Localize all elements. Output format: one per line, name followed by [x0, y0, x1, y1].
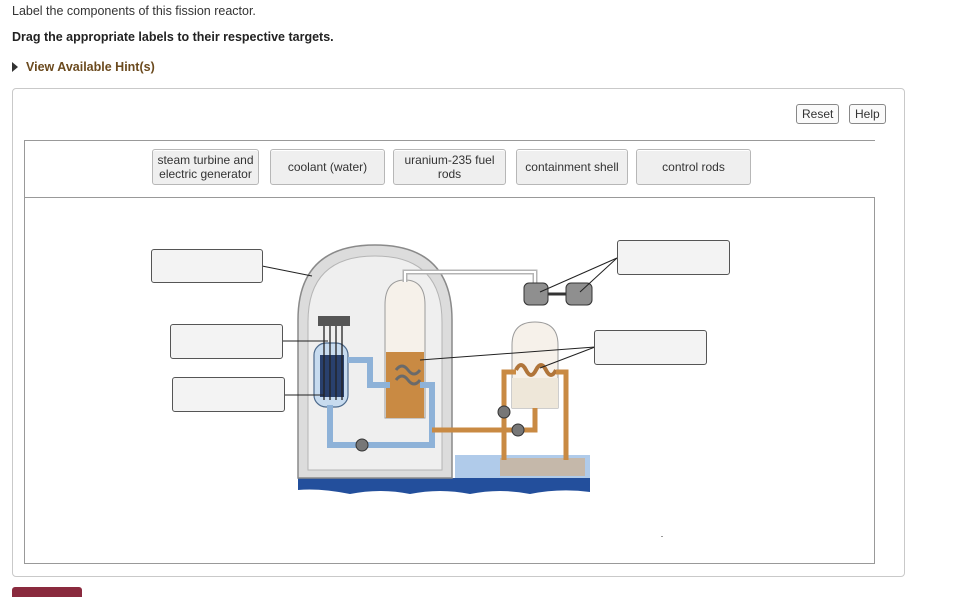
- question-instruction: Drag the appropriate labels to their res…: [12, 30, 334, 44]
- question-text: Label the components of this fission rea…: [12, 4, 256, 18]
- drop-target-turbine[interactable]: [617, 240, 730, 275]
- label-fuel-rods[interactable]: uranium-235 fuel rods: [393, 149, 506, 185]
- turbine: [523, 282, 549, 306]
- caret-right-icon: [12, 62, 18, 72]
- ground-water: [298, 478, 590, 494]
- drop-target-containment[interactable]: [151, 249, 263, 283]
- view-hints-link[interactable]: View Available Hint(s): [12, 60, 155, 74]
- view-hints-label: View Available Hint(s): [26, 60, 155, 74]
- stray-mark: [661, 536, 663, 537]
- reset-button[interactable]: Reset: [796, 104, 840, 124]
- submit-button[interactable]: [12, 587, 82, 597]
- primary-loop: [327, 357, 435, 448]
- control-rod-drive: [318, 316, 350, 326]
- diagram-area: [24, 198, 875, 564]
- drop-target-control-rods[interactable]: [170, 324, 283, 359]
- generator: [565, 282, 593, 306]
- label-bank: [24, 140, 875, 198]
- pond-warm: [500, 458, 585, 476]
- drop-target-fuel-rods[interactable]: [172, 377, 285, 412]
- label-control-rods[interactable]: control rods: [636, 149, 751, 185]
- label-coolant[interactable]: coolant (water): [270, 149, 385, 185]
- label-steam-turbine[interactable]: steam turbine and electric generator: [152, 149, 259, 185]
- help-button[interactable]: Help: [849, 104, 886, 124]
- feedwater-line: [432, 408, 538, 433]
- label-containment-shell[interactable]: containment shell: [516, 149, 628, 185]
- drop-target-coolant[interactable]: [594, 330, 707, 365]
